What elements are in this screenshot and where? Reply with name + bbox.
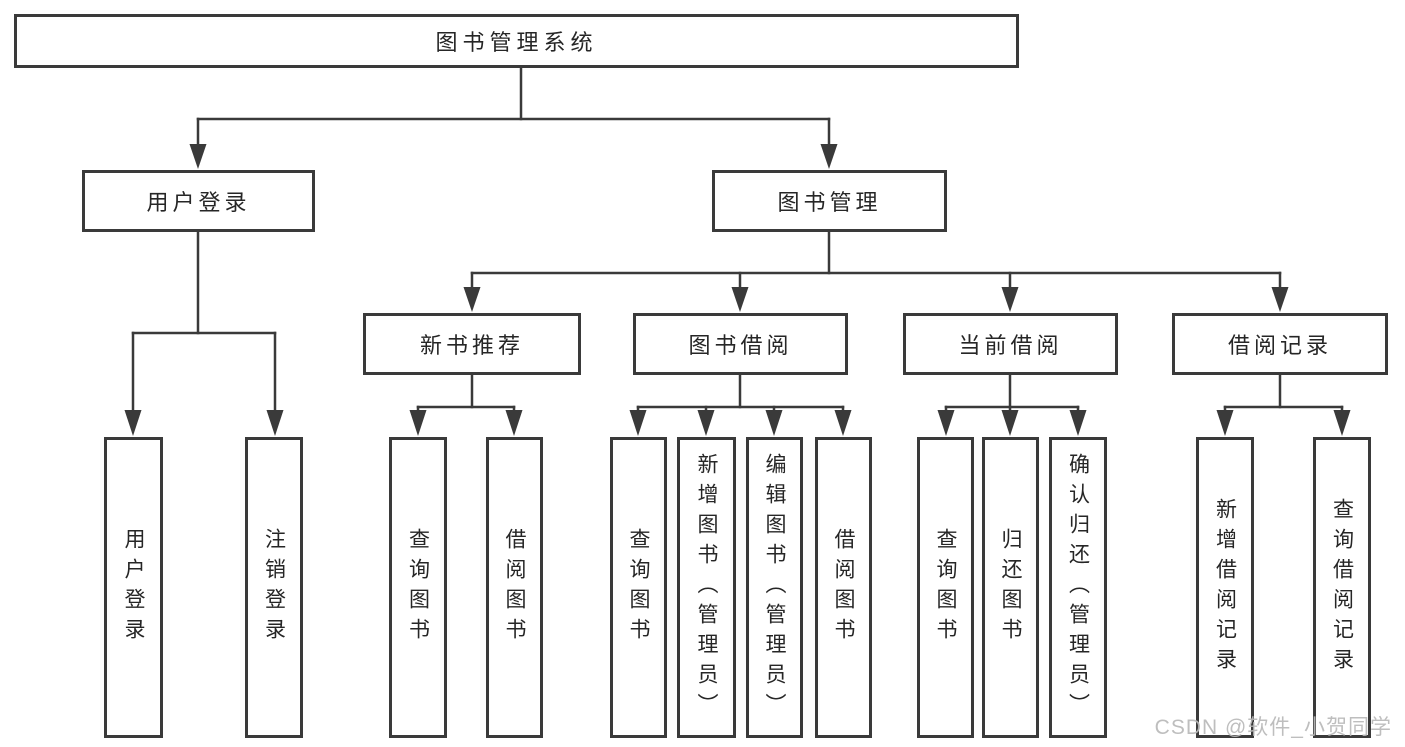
leaf-bookborrow-edit-books-admin: 编辑图书（管理员） bbox=[746, 437, 803, 738]
node-label: 用户登录 bbox=[122, 527, 145, 648]
watermark: CSDN @软件_小贺同学 bbox=[1154, 716, 1392, 739]
node-label: 图书借阅 bbox=[688, 333, 793, 358]
node-label: 编辑图书（管理员） bbox=[763, 452, 786, 723]
leaf-user-login: 用户登录 bbox=[104, 437, 163, 738]
node-new-book-recommend: 新书推荐 bbox=[363, 313, 581, 375]
node-label: 借阅图书 bbox=[832, 527, 855, 648]
node-label: 借阅图书 bbox=[503, 527, 526, 648]
node-book-management: 图书管理 bbox=[712, 170, 947, 232]
leaf-records-add: 新增借阅记录 bbox=[1196, 437, 1254, 738]
node-label: 查询图书 bbox=[934, 527, 957, 648]
node-root: 图书管理系统 bbox=[14, 14, 1019, 68]
node-label: 查询图书 bbox=[406, 527, 430, 648]
node-book-borrow: 图书借阅 bbox=[633, 313, 848, 375]
node-current-borrow: 当前借阅 bbox=[903, 313, 1118, 375]
node-user-login: 用户登录 bbox=[82, 170, 315, 232]
leaf-logout: 注销登录 bbox=[245, 437, 303, 738]
node-label: 用户登录 bbox=[146, 190, 251, 215]
leaf-bookborrow-borrow-books: 借阅图书 bbox=[815, 437, 872, 738]
node-label: 新增借阅记录 bbox=[1213, 497, 1237, 678]
leaf-current-return-books: 归还图书 bbox=[982, 437, 1039, 738]
node-label: 归还图书 bbox=[999, 527, 1022, 648]
node-label: 注销登录 bbox=[262, 527, 286, 648]
node-label: 图书管理系统 bbox=[435, 30, 598, 55]
node-label: 当前借阅 bbox=[958, 333, 1063, 358]
arrowheads bbox=[124, 144, 1351, 436]
leaf-bookborrow-query-books: 查询图书 bbox=[610, 437, 667, 738]
node-label: 新书推荐 bbox=[419, 333, 524, 358]
node-label: 图书管理 bbox=[777, 190, 882, 215]
leaf-current-query-books: 查询图书 bbox=[917, 437, 974, 738]
leaf-newbook-borrow-books: 借阅图书 bbox=[486, 437, 543, 738]
leaf-newbook-query-books: 查询图书 bbox=[389, 437, 447, 738]
leaf-bookborrow-add-books-admin: 新增图书（管理员） bbox=[677, 437, 736, 738]
node-label: 借阅记录 bbox=[1227, 333, 1332, 358]
node-borrow-records: 借阅记录 bbox=[1172, 313, 1388, 375]
node-label: 查询图书 bbox=[627, 527, 650, 648]
leaf-current-confirm-return-admin: 确认归还（管理员） bbox=[1049, 437, 1107, 738]
node-label: 确认归还（管理员） bbox=[1066, 452, 1090, 723]
node-label: 新增图书（管理员） bbox=[695, 452, 718, 723]
leaf-records-query: 查询借阅记录 bbox=[1313, 437, 1371, 738]
node-label: 查询借阅记录 bbox=[1330, 497, 1354, 678]
